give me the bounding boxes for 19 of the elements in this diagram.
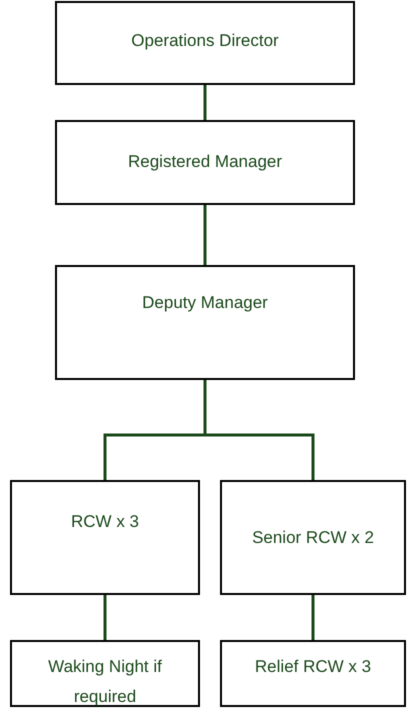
role-title: Operations Director: [130, 30, 280, 52]
org-box: [55, 1, 355, 85]
role-title: Deputy Manager: [141, 292, 269, 314]
role-title: Registered Manager: [126, 151, 284, 173]
org-box: [55, 120, 355, 205]
role-title: RCW x 3: [70, 511, 140, 533]
org-box: [10, 640, 200, 707]
connector-line: [204, 380, 314, 480]
role-title: Relief RCW x 3: [254, 656, 372, 678]
org-box: [220, 480, 406, 595]
org-box: [55, 265, 355, 380]
org-box: [220, 640, 406, 707]
connector-line: [204, 85, 206, 120]
role-title: Waking Night if required: [47, 656, 163, 708]
connector-line: [204, 205, 206, 265]
connector-line: [104, 595, 106, 640]
role-title: Senior RCW x 2: [251, 527, 375, 549]
org-box: [10, 480, 200, 595]
connector-line: [312, 595, 314, 640]
